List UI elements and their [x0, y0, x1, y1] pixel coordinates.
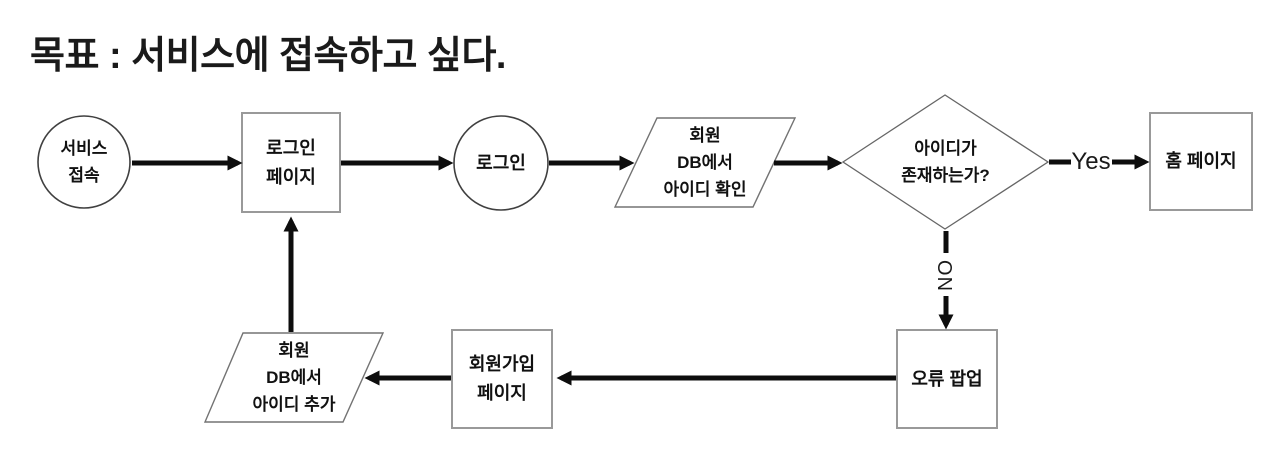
signup-page-rect-shape	[451, 329, 553, 429]
add-id-parallelogram-shape	[203, 332, 385, 423]
start-circle-shape	[37, 115, 131, 209]
decision-diamond-shape	[841, 94, 1050, 230]
page-title: 목표 : 서비스에 접속하고 싶다.	[30, 35, 506, 77]
check-id-parallelogram-shape	[613, 117, 797, 208]
error-popup-rect-shape	[896, 329, 998, 429]
home-page-rect-shape	[1149, 112, 1253, 211]
login-circle-shape	[453, 115, 549, 211]
login-page-rect-shape	[241, 112, 341, 213]
